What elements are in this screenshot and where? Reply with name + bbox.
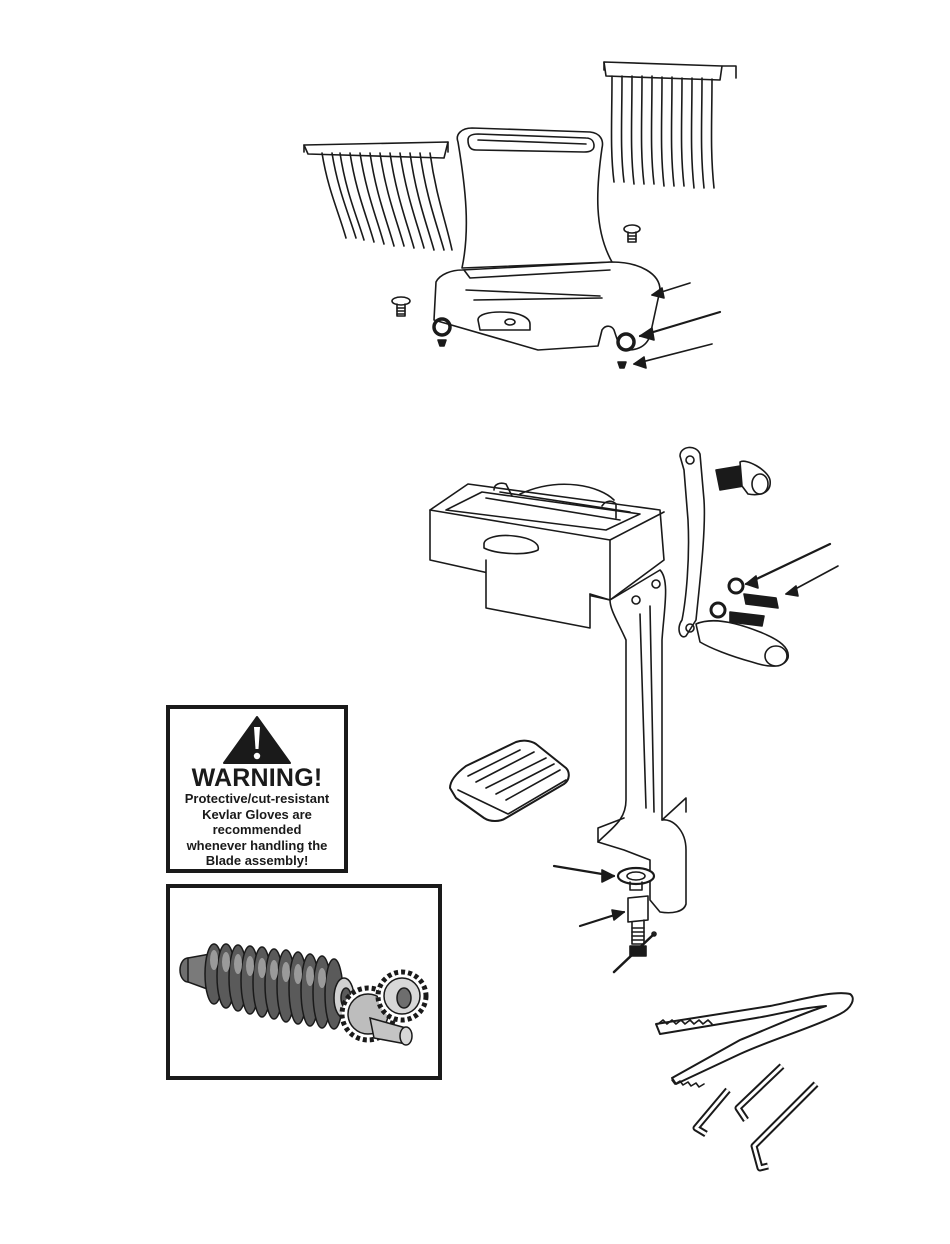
warning-title: WARNING! — [170, 765, 344, 791]
screw-top-right — [624, 225, 640, 242]
warning-box: WARNING! Protective/cut-resistant Kevlar… — [166, 705, 348, 873]
warning-text-line: Protective/cut-resistant — [170, 791, 344, 807]
warning-triangle-icon — [222, 715, 292, 765]
blade-base-block — [434, 262, 660, 350]
warning-text-line: Kevlar Gloves are — [170, 807, 344, 823]
clamp-pad — [618, 868, 654, 890]
blade-roller-illustration-box — [166, 884, 442, 1080]
small-screw-left — [438, 340, 446, 346]
small-screw-right — [618, 362, 626, 368]
crank-handle — [679, 447, 788, 666]
screw-top-left — [392, 297, 410, 316]
right-comb-blade — [604, 62, 736, 188]
tongs — [656, 993, 853, 1087]
top-blade-assembly — [304, 62, 736, 368]
warning-text-line: recommended — [170, 822, 344, 838]
warning-text-line: whenever handling the — [170, 838, 344, 854]
left-comb-blade — [304, 142, 452, 250]
main-body-assembly — [430, 447, 838, 972]
hex-keys — [696, 1066, 816, 1168]
warning-text-line: Blade assembly! — [170, 853, 344, 869]
clamp-leg — [598, 570, 686, 972]
cleaning-pad — [450, 741, 569, 821]
hopper-chute — [457, 128, 612, 268]
blade-roller-illustration — [170, 888, 438, 1076]
